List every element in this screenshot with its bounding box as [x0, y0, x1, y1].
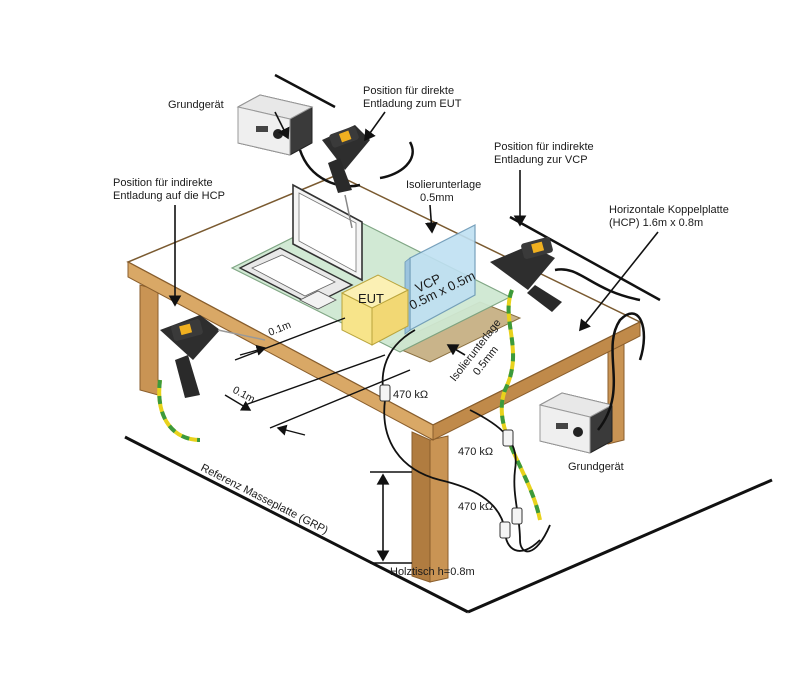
label-hcp-1: Horizontale Koppelplatte	[609, 204, 729, 216]
generator-box-icon	[236, 94, 314, 156]
label-insulation-top-2: 0.5mm	[420, 192, 454, 204]
label-grundgeraet-top: Grundgerät	[168, 99, 224, 111]
esd-gun-icon	[490, 237, 562, 312]
label-grundgeraet-right: Grundgerät	[568, 461, 624, 473]
label-indirect-vcp-1: Position für indirekte	[494, 141, 594, 153]
table-height-dimension	[370, 471, 412, 564]
ground-wire-yellow-green	[157, 289, 542, 521]
label-resistor-3: 470 kΩ	[458, 501, 493, 513]
label-direct-discharge-2: Entladung zum EUT	[363, 98, 462, 110]
generator-box-icon	[538, 392, 614, 454]
esd-gun-icon	[160, 315, 266, 398]
vertical-coupling-plate	[404, 224, 476, 335]
label-indirect-hcp-1: Position für indirekte	[113, 177, 213, 189]
esd-gun-icon	[322, 125, 370, 229]
label-eut: EUT	[358, 291, 384, 306]
label-indirect-vcp-2: Entladung zur VCP	[494, 154, 588, 166]
resistor-icon	[379, 384, 523, 539]
label-hcp-2: (HCP) 1.6m x 0.8m	[609, 217, 703, 229]
distance-dimension-lines	[224, 317, 411, 436]
label-resistor-1: 470 kΩ	[393, 389, 428, 401]
eut-box	[340, 274, 410, 346]
overhead-cables	[274, 73, 661, 431]
label-table-height: Holztisch h=0.8m	[390, 566, 475, 578]
label-resistor-2: 470 kΩ	[458, 446, 493, 458]
label-insulation-top-1: Isolierunterlage	[406, 179, 481, 191]
label-indirect-hcp-2: Entladung auf die HCP	[113, 190, 225, 202]
leader-lines	[168, 111, 659, 356]
laptop-icon	[238, 183, 363, 310]
label-direct-discharge-1: Position für direkte	[363, 85, 454, 97]
